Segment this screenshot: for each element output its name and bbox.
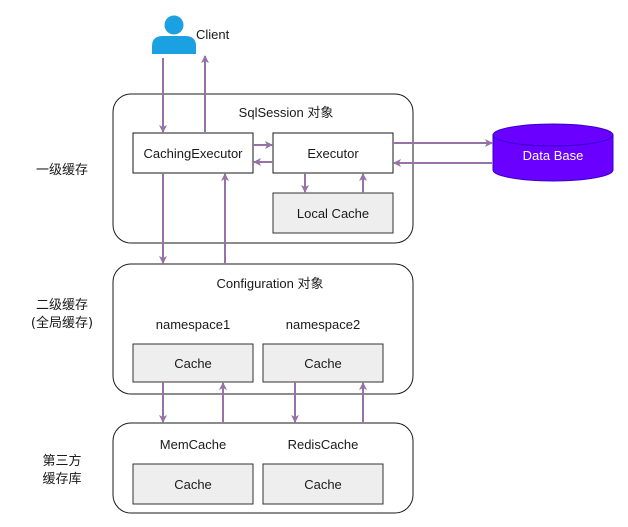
namespace1-cache-box [132,343,254,383]
tier-2-sublabel: (全局缓存) [31,315,93,331]
database-cylinder [492,123,614,182]
caching-executor-box [132,132,254,174]
memcache-label: MemCache [160,437,226,452]
namespace1-label: namespace1 [156,317,230,332]
rediscache-cache-box [262,463,384,505]
caching-executor-label: CachingExecutor [144,146,244,161]
sqlsession-title: SqlSession 对象 [239,105,334,120]
client-icon [152,15,196,54]
tier-1-label: 一级缓存 [36,163,88,178]
local-cache-label: Local Cache [297,206,369,221]
rediscache-label: RedisCache [288,437,359,452]
memcache-cache-label: Cache [174,477,212,492]
namespace2-label: namespace2 [286,317,360,332]
client-label: Client [196,27,230,42]
memcache-cache-box [132,463,254,505]
tier-3-label: 第三方 [42,453,81,469]
namespace2-cache-box [262,343,384,383]
executor-box [272,132,394,174]
executor-label: Executor [307,146,359,161]
rediscache-cache-label: Cache [304,477,342,492]
local-cache-box [272,192,394,234]
database-label: Data Base [523,148,584,163]
configuration-title: Configuration 对象 [217,276,324,291]
namespace2-cache-label: Cache [304,356,342,371]
namespace1-cache-label: Cache [174,356,212,371]
tier-2-label: 二级缓存 [36,298,88,313]
tier-3-sublabel: 缓存库 [42,471,81,487]
